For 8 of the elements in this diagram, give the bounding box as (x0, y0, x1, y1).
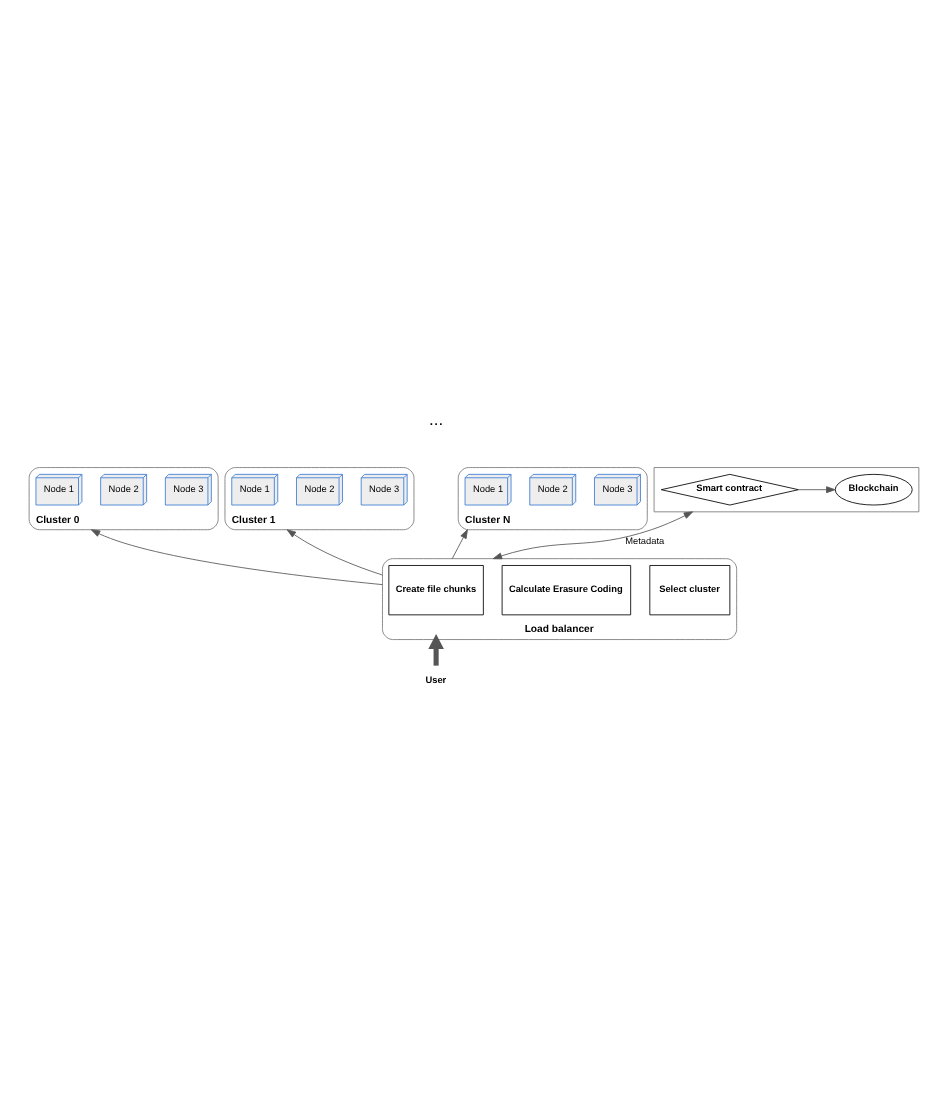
arrow (492, 511, 694, 560)
cluster (653, 467, 920, 513)
arrow (798, 486, 836, 494)
arrow (286, 529, 383, 576)
arrow (428, 634, 444, 666)
arrow (451, 529, 468, 560)
label: ... (429, 408, 444, 429)
arrow (90, 529, 383, 586)
